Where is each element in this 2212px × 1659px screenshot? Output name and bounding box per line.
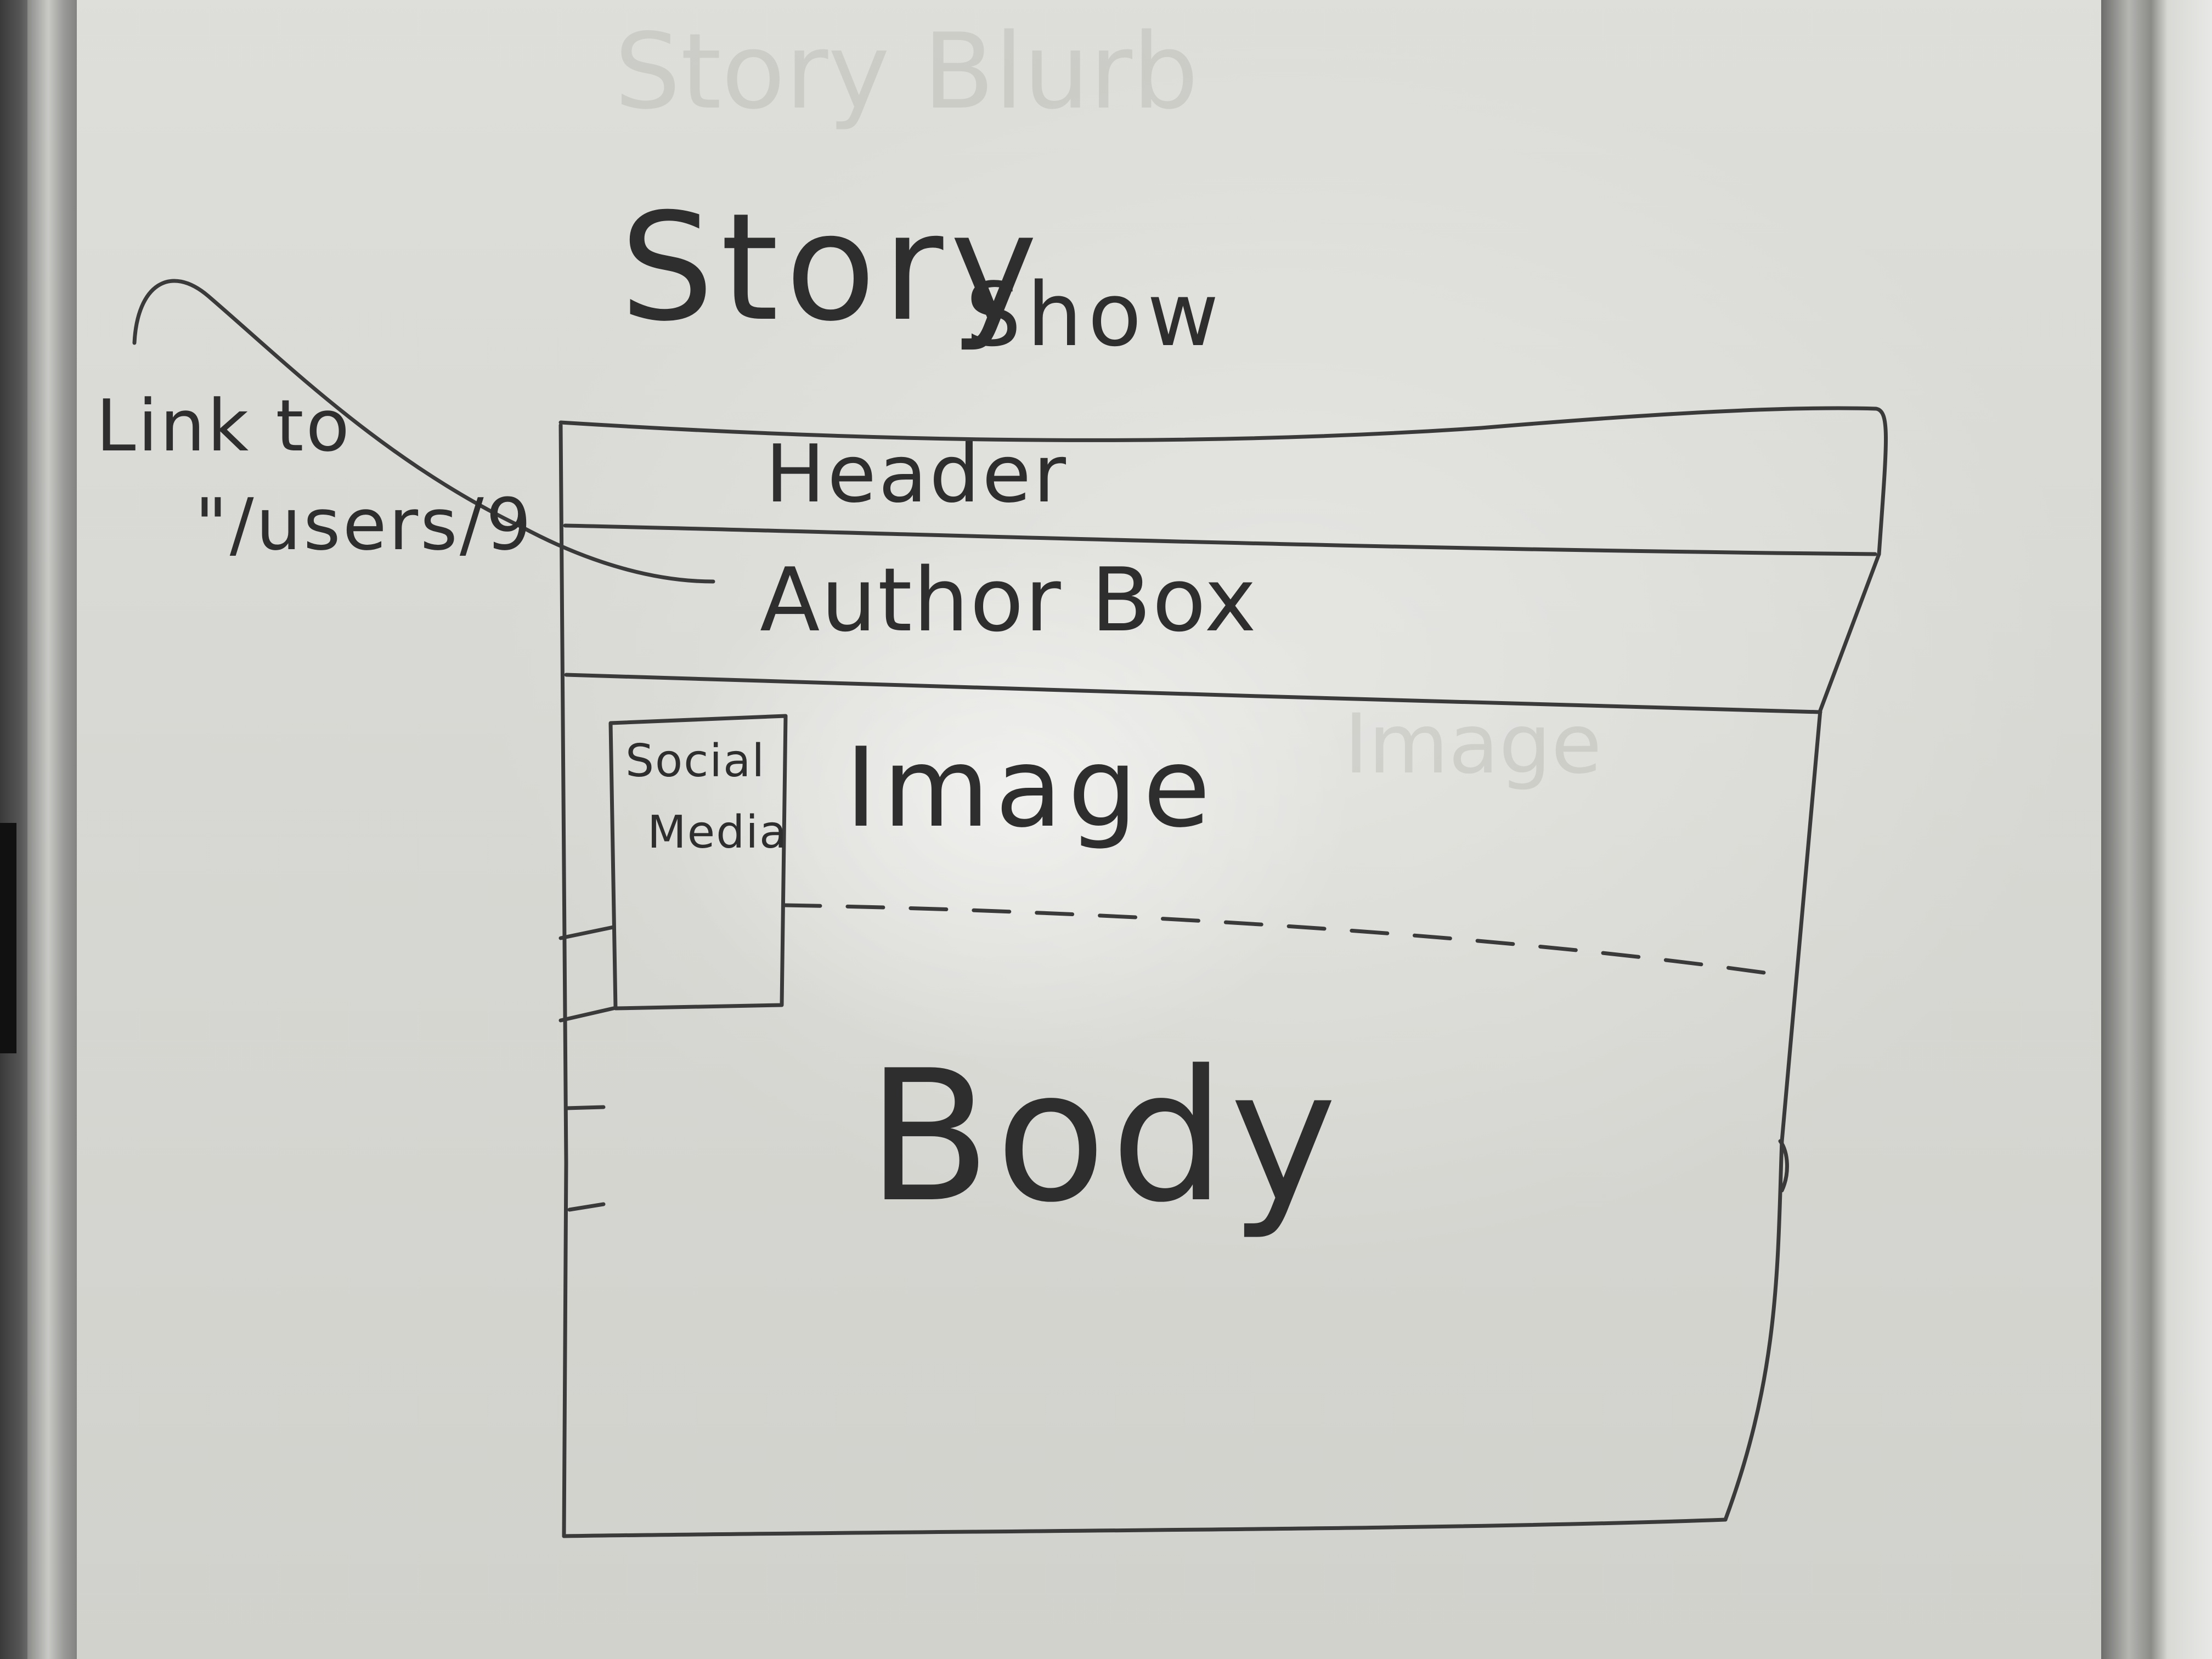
outer-box-bottom: [562, 1517, 1728, 1538]
header-divider: [563, 523, 1877, 556]
author-box-label: Author Box: [760, 549, 1257, 651]
author-box-divider: [564, 673, 1822, 714]
body-label: Body: [867, 1031, 1342, 1242]
wall-shadow: [0, 823, 16, 1053]
outer-box-left: [558, 423, 568, 1538]
erased-text-top: Story Blurb: [614, 11, 1199, 132]
whiteboard-frame-right: [2101, 0, 2212, 1659]
whiteboard-frame-left: [27, 0, 80, 1659]
whiteboard: [77, 0, 2104, 1659]
page-title: Story: [620, 181, 1045, 354]
annotation-line-2: "/users/9: [195, 483, 534, 566]
social-media-label-line-2: Media: [647, 806, 788, 859]
header-label: Header: [765, 428, 1068, 521]
erased-text-image: Image: [1344, 697, 1602, 792]
annotation-line-1: Link to: [96, 384, 352, 467]
tick-marks: [558, 925, 616, 1212]
outer-box-right: [1723, 552, 1881, 1522]
image-body-divider: [782, 903, 1774, 976]
social-media-box: [608, 714, 788, 1011]
page-subtitle: Show: [966, 263, 1224, 366]
outer-box-top: [558, 406, 1888, 556]
social-media-label-line-1: Social: [625, 735, 766, 787]
link-annotation-arrow: [132, 279, 715, 584]
image-label: Image: [845, 724, 1216, 852]
body-right-notch: [1778, 1139, 1789, 1193]
